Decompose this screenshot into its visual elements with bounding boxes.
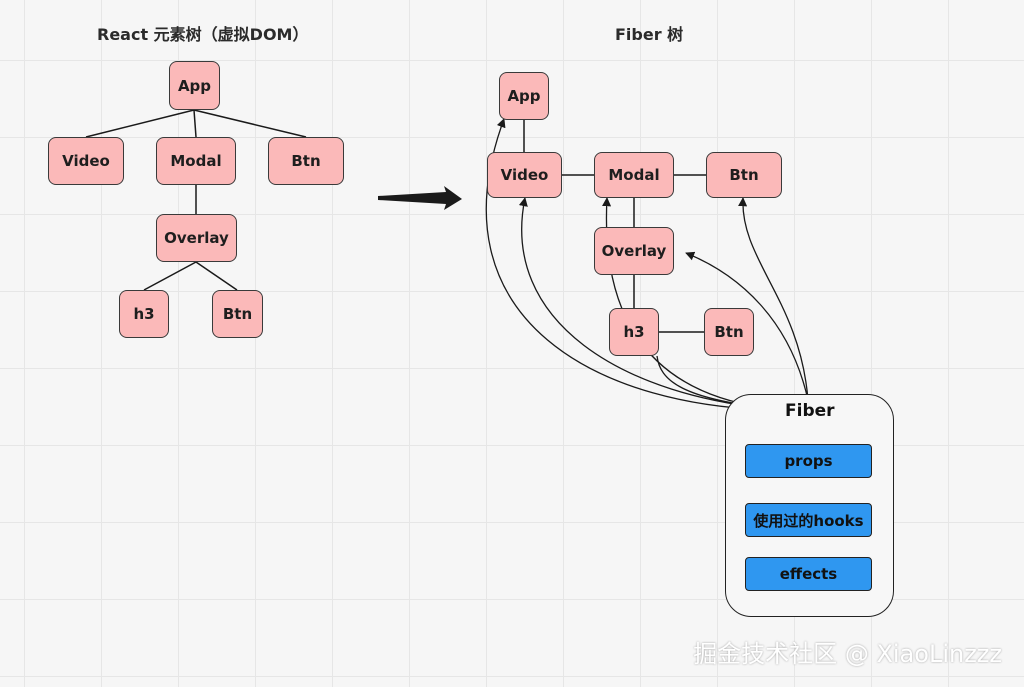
- react-node-modal: Modal: [156, 137, 236, 185]
- watermark-text: 掘金技术社区 @ XiaoLinzzz: [693, 640, 1002, 668]
- react-node-btn-2: Btn: [212, 290, 263, 338]
- fiber-node-overlay: Overlay: [594, 227, 674, 275]
- edge-overlay-btn: [195, 261, 238, 291]
- fiber-node-modal: Modal: [594, 152, 674, 198]
- fiber-node-app: App: [499, 72, 549, 120]
- fiber-field-props: props: [745, 444, 872, 478]
- ref-arrow-app: [485, 118, 786, 411]
- react-node-video: Video: [48, 137, 124, 185]
- right-diagram-title: Fiber 树: [615, 25, 684, 44]
- fiber-node-btn: Btn: [706, 152, 782, 198]
- ref-arrow-video: [518, 197, 786, 411]
- edge-app-btn: [193, 109, 307, 138]
- fiber-node-video: Video: [487, 152, 562, 198]
- react-node-h3: h3: [119, 290, 169, 338]
- edge-app-video: [85, 109, 195, 138]
- fiber-field-effects: effects: [745, 557, 872, 591]
- fiber-field-hooks: 使用过的hooks: [745, 503, 872, 537]
- react-node-overlay: Overlay: [156, 214, 237, 262]
- left-diagram-title: React 元素树（虚拟DOM）: [97, 25, 309, 44]
- ref-arrow-overlay: [685, 251, 809, 401]
- transition-arrow: [378, 186, 462, 210]
- fiber-node-h3: h3: [609, 308, 659, 356]
- edge-app-modal: [193, 109, 197, 138]
- edge-overlay-h3: [143, 261, 197, 291]
- react-node-btn: Btn: [268, 137, 344, 185]
- fiber-panel-label: Fiber: [785, 401, 835, 421]
- ref-arrow-btn: [738, 197, 809, 401]
- react-node-app: App: [169, 61, 220, 110]
- fiber-node-btn-2: Btn: [704, 308, 754, 356]
